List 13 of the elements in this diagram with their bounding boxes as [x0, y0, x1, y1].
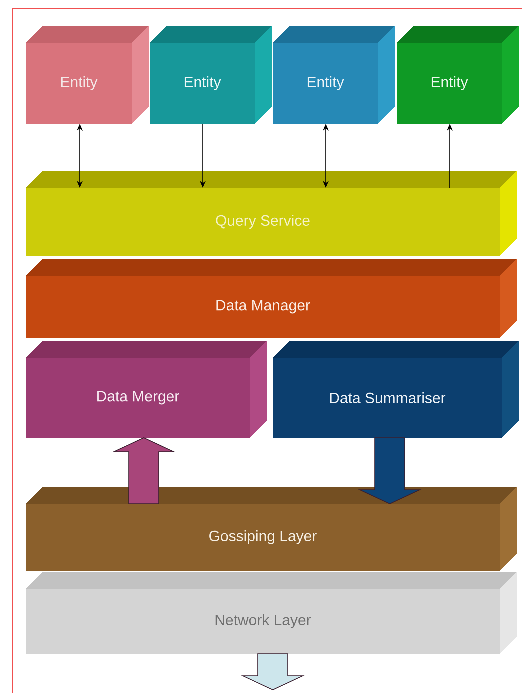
layer-block: Data Manager: [26, 259, 517, 338]
block-arrow: [358, 438, 422, 504]
layer-block: Query Service: [26, 171, 517, 256]
entity-block: Entity: [150, 26, 272, 124]
block-arrow: [112, 438, 176, 504]
entity-block: Entity: [397, 26, 519, 124]
entity-block: Entity: [273, 26, 395, 124]
layer-block: Network Layer: [26, 572, 517, 654]
layer-block: Gossiping Layer: [26, 487, 517, 571]
block-arrow: [241, 654, 305, 690]
entity-block: Entity: [26, 26, 149, 124]
module-block: Data Merger: [26, 341, 267, 438]
module-block: Data Summariser: [273, 341, 519, 438]
